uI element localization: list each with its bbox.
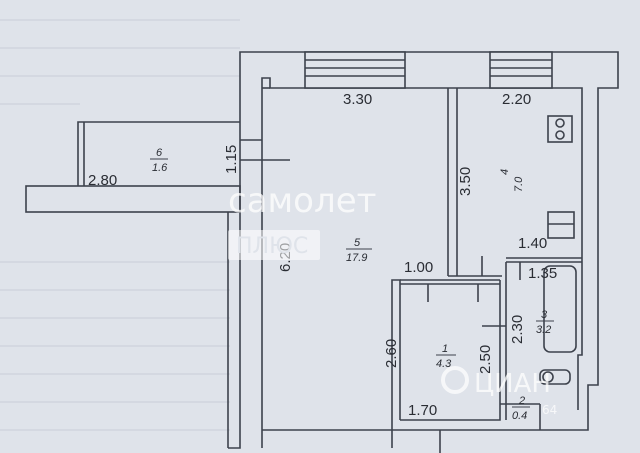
dim-hall-width: 1.70 <box>408 402 437 419</box>
room-3-area: 3.2 <box>536 324 551 336</box>
room-2-number: 2 <box>518 395 525 407</box>
dim-bath-width: 1.35 <box>528 265 557 282</box>
cian-logo-icon <box>441 366 469 394</box>
dim-balcony-door: 1.15 <box>223 145 240 174</box>
plus-badge-text: ПЛЮС <box>236 234 308 259</box>
room-1-number: 1 <box>442 343 448 355</box>
dim-corridor-length: 2.60 <box>383 339 400 368</box>
dim-living-width: 3.30 <box>343 91 372 108</box>
room-labels: 6 1.6 5 17.9 4 7.0 3 3.2 1 4.3 2 0.4 <box>150 147 554 422</box>
dim-hall-length: 2.50 <box>477 345 494 374</box>
bathtub <box>543 265 577 353</box>
walls <box>25 51 619 453</box>
corridor-partition <box>391 279 401 448</box>
cian-listing-id: 64 <box>542 403 557 417</box>
dim-kitchen-lower-width: 1.40 <box>518 235 547 252</box>
dim-balcony-length: 2.80 <box>88 172 117 189</box>
room-5-number: 5 <box>354 237 361 249</box>
window-top-left <box>304 51 406 89</box>
room-6-area: 1.6 <box>152 162 168 174</box>
room-1-area: 4.3 <box>436 358 452 370</box>
cian-wordmark: ЦИАН <box>474 369 551 399</box>
room-2-area: 0.4 <box>512 410 527 422</box>
balcony <box>77 121 240 186</box>
balcony-slab <box>25 185 241 213</box>
paper-texture <box>0 19 240 431</box>
dim-corridor-width: 1.00 <box>404 259 433 276</box>
dim-kitchen-length: 3.50 <box>457 167 474 196</box>
kitchen-sink <box>547 211 575 239</box>
plus-badge-box <box>228 230 320 260</box>
outer-wall-inner <box>261 77 583 448</box>
samolet-watermark: самолет ПЛЮС <box>228 181 376 260</box>
dim-bath-length: 2.30 <box>509 315 526 344</box>
room-3-number: 3 <box>541 309 548 321</box>
room-4-number: 4 <box>499 169 511 175</box>
cian-watermark: ЦИАН 64 <box>441 366 557 417</box>
samolet-wordmark: самолет <box>228 181 376 221</box>
room-6-number: 6 <box>156 147 163 159</box>
room-5-area: 17.9 <box>346 252 367 264</box>
dim-kitchen-width: 2.20 <box>502 91 531 108</box>
room-4-area: 7.0 <box>513 176 525 192</box>
stove <box>547 115 573 143</box>
toilet <box>539 369 571 385</box>
window-top-right <box>489 51 553 89</box>
